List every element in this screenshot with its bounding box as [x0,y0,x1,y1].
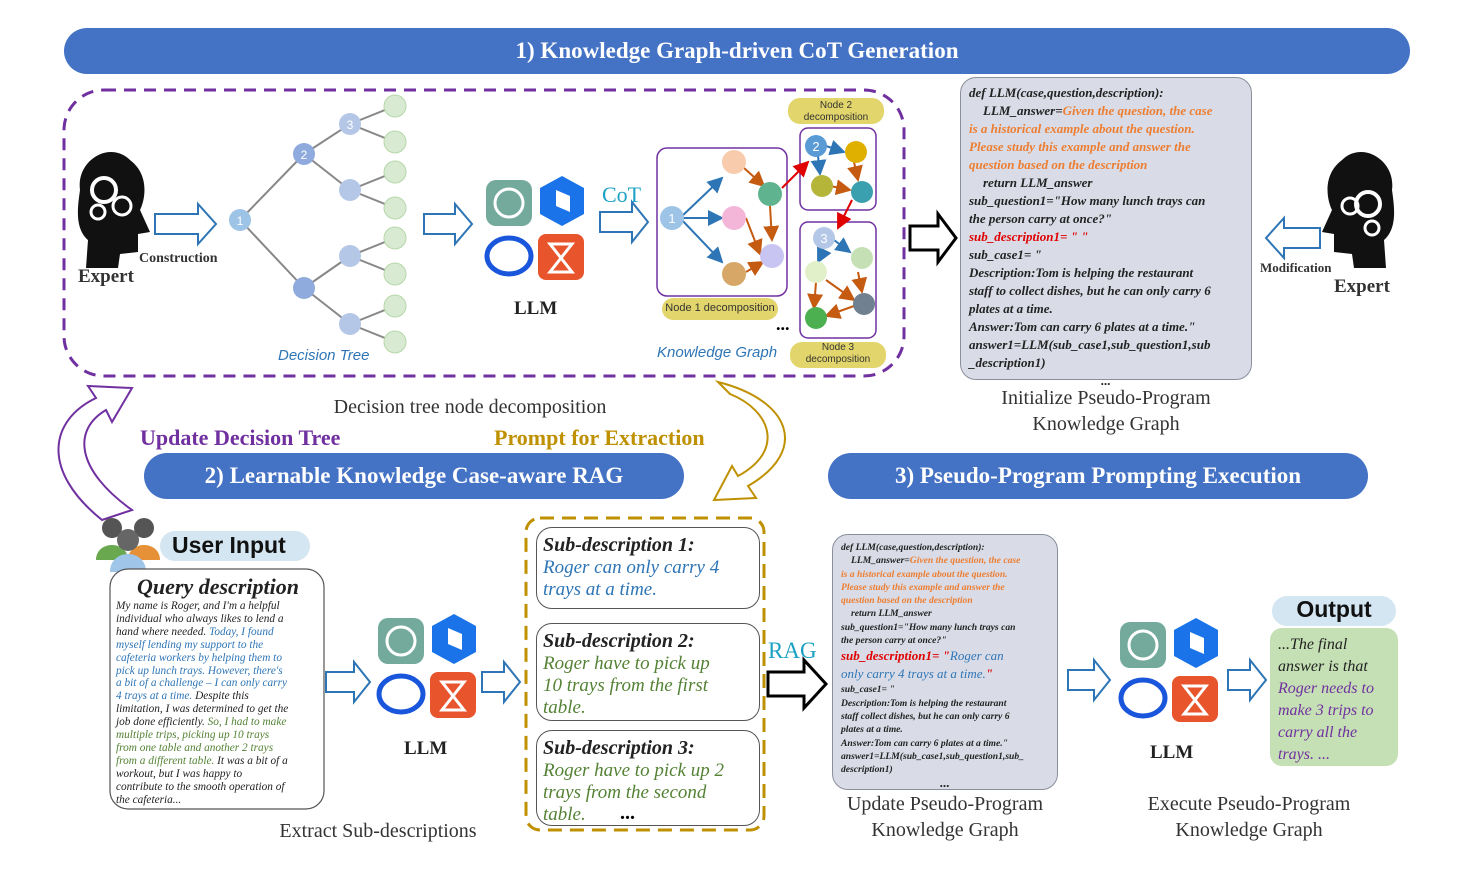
arrow-llm-to-subdesc [481,659,522,705]
llm-label-top: LLM [514,298,558,319]
kg-node-1 [660,206,684,230]
kg-node-2-label: 2 [812,139,819,154]
tree-node-2 [293,143,315,165]
kg-ellipsis: ... [776,314,790,334]
output-box [1270,628,1398,766]
prompt-extract-label: Prompt for Extraction [494,425,705,450]
exec-caption-line2: Knowledge Graph [1175,819,1323,841]
cot-label: CoT [602,182,642,207]
tree-node-3 [339,113,361,135]
arrow-tree-to-llm [423,201,474,247]
llm-logos-bottom-2 [1118,618,1218,722]
ring-model-icon [484,235,534,277]
expert-right-label: Expert [1334,276,1390,297]
query-description: Query description My name is Roger, and … [116,574,320,807]
llm-logos-bottom-1 [376,614,476,718]
node3-label: Node 3 decomposition [805,342,871,365]
subdesc-card-2: Sub-description 2: Roger have to pick up… [536,623,760,721]
init-pseudo-program-box: def LLM(case,question,description): LLM_… [960,77,1252,388]
arrow-query-to-llm [325,659,372,705]
arrow-rag [766,656,829,712]
kg-node-3-label: 3 [820,231,827,246]
expert-head-right-icon [1322,151,1395,268]
kg-node1-box [656,147,788,297]
llm-label-bottom-1: LLM [404,738,448,759]
construction-label: Construction [139,251,218,266]
kg-node-3 [813,227,835,249]
extract-caption: Extract Sub-descriptions [279,820,477,842]
query-box [109,568,325,810]
decomp-caption: Decision tree node decomposition [333,396,607,418]
chatgpt-icon [486,180,532,226]
init-caption-line1: Initialize Pseudo-Program [1001,387,1211,409]
arrow-cot [599,199,650,245]
init-caption-line2: Knowledge Graph [1032,413,1180,435]
arrow-modification [1264,215,1321,261]
banner-rag: 2) Learnable Knowledge Case-aware RAG [144,453,684,499]
llm-logos-top [484,176,584,280]
subdesc-card-3: Sub-description 3: Roger have to pick up… [536,730,760,826]
modification-label: Modification [1260,260,1332,275]
arrow-construction [154,201,218,247]
banner-kg-cot: 1) Knowledge Graph-driven CoT Generation [64,28,1410,74]
decision-tree-leaves [383,94,407,354]
rag-label: RAG [768,638,817,663]
arrow-to-init-pseudo [908,209,958,267]
update-caption-line1: Update Pseudo-Program [846,793,1044,815]
update-caption-line2: Knowledge Graph [871,819,1019,841]
tree-node-2-label: 2 [301,148,308,162]
kg-node-2 [805,135,827,157]
knowledge-graph-label: Knowledge Graph [657,344,778,361]
node1-label: Node 1 decomposition [665,302,775,314]
subdesc-region [524,516,766,832]
banner-pseudo: 3) Pseudo-Program Prompting Execution [828,453,1368,499]
tree-node-1-label: 1 [237,214,244,228]
users-icon [96,518,160,572]
node2-label: Node 2 decomposition [803,100,869,123]
arrow-update-to-llm [1067,657,1112,703]
update-tree-arrow [57,384,135,522]
update-tree-label: Update Decision Tree [140,425,341,450]
expert-left-label: Expert [78,266,134,287]
query-title: Query description [137,574,299,599]
arrow-llm-to-output [1227,657,1268,703]
tree-node-1 [229,209,251,231]
decision-tree-label: Decision Tree [278,347,370,364]
kg-node-1-label: 1 [668,211,675,226]
user-input-label: User Input [172,532,286,558]
kg-cot-region [62,88,906,378]
exec-caption-line1: Execute Pseudo-Program [1147,793,1351,815]
output-label: Output [1296,596,1372,622]
prompt-extract-arrow [712,380,786,502]
subdesc-ellipsis: ... [620,802,635,824]
llm-label-bottom-2: LLM [1150,742,1194,763]
tree-node-3-label: 3 [347,118,354,132]
output-text: ...The final answer is that Roger needs … [1278,636,1374,763]
update-pseudo-program-box: def LLM(case,question,description): LLM_… [832,534,1058,790]
expert-head-left-icon [77,151,150,268]
subdesc-card-1: Sub-description 1: Roger can only carry … [536,527,760,609]
